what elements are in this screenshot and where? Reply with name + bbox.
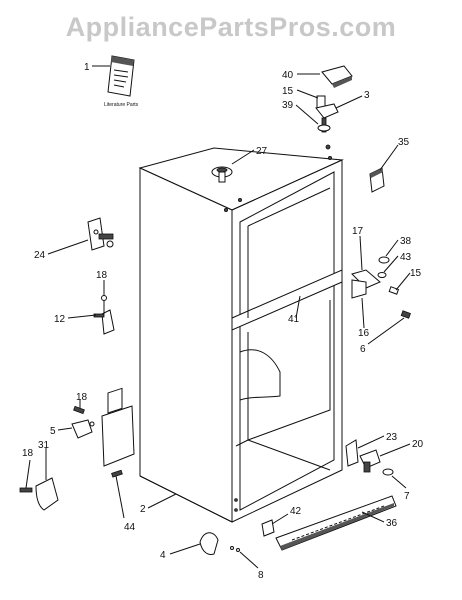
callout-38: 38 [400,236,412,247]
hinge-washer-2 [377,272,387,278]
callout-40: 40 [282,70,294,81]
callout-6: 6 [360,344,366,355]
center-hinge-assembly [351,256,411,319]
callout-1: 1 [84,62,90,73]
leveling-parts [199,532,240,555]
callout-41: 41 [288,314,300,325]
lower-hinge-assembly [345,439,394,476]
callout-12: 12 [54,314,66,325]
callout-5: 5 [50,426,56,437]
hinge-washer [317,124,331,132]
cap-cover [35,477,59,511]
side-bracket [87,217,114,251]
callout-35: 35 [398,137,410,148]
literature-caption: Literature Parts [104,102,139,108]
lower-left-parts [19,387,135,511]
front-opening [239,171,335,511]
callout-18-lower: 18 [22,448,34,459]
literature-booklet: Literature Parts [104,55,139,108]
cabinet-front-edge [231,159,343,523]
upper-clip-assembly [93,295,115,335]
callout-24: 24 [34,250,46,261]
leader-lines [25,65,411,569]
watermark: AppliancePartsPros.com [65,12,397,42]
callout-27: 27 [256,146,268,157]
cabinet [138,147,344,523]
hinge-spacer [378,256,390,264]
cabinet-left-side [139,167,233,523]
callout-labels: 1 40 15 3 39 35 27 24 17 38 43 18 15 12 … [22,62,424,581]
callout-2: 2 [140,504,146,515]
callout-15-right: 15 [410,268,422,279]
grille-clip [261,519,275,537]
callout-36: 36 [386,518,398,529]
top-cap [211,166,233,183]
callout-39: 39 [282,100,294,111]
callout-42: 42 [290,506,302,517]
callout-43: 43 [400,252,412,263]
callout-7: 7 [404,491,410,502]
top-hinge-assembly [315,65,353,150]
callout-16: 16 [358,328,370,339]
callout-31: 31 [38,440,50,451]
access-panel [101,405,135,467]
callout-17: 17 [352,226,364,237]
callout-8: 8 [258,570,264,581]
callout-3: 3 [364,90,370,101]
divider-mullion [231,269,343,331]
trim-piece [369,167,385,193]
callout-23: 23 [386,432,398,443]
callout-15: 15 [282,86,294,97]
callout-4: 4 [160,550,166,561]
callout-20: 20 [412,439,424,450]
toe-grille [275,495,397,551]
crisper-bulge [239,349,281,401]
callout-18-upper: 18 [96,270,108,281]
top-hinge [315,103,339,119]
callout-44: 44 [124,522,136,533]
callout-18-mid: 18 [76,392,88,403]
